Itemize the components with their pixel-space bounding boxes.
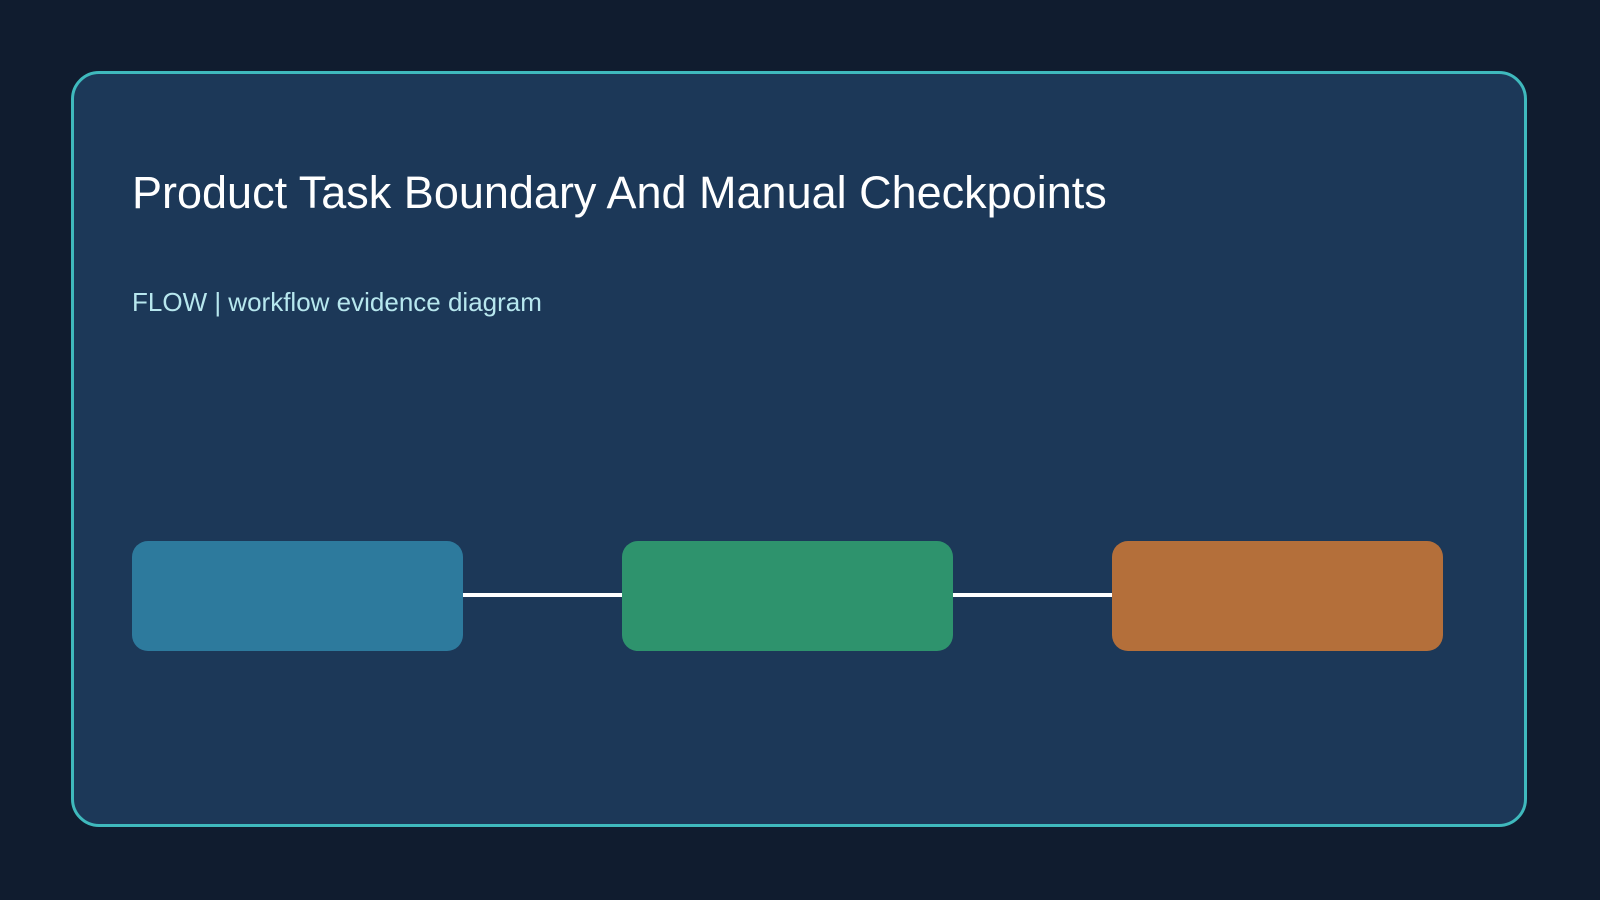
diagram-card: Product Task Boundary And Manual Checkpo… <box>71 71 1527 827</box>
page-subtitle: FLOW | workflow evidence diagram <box>132 287 542 317</box>
connector-2-3 <box>952 593 1112 597</box>
flow-node-3 <box>1112 541 1443 651</box>
flow-node-1 <box>132 541 463 651</box>
connector-1-2 <box>462 593 622 597</box>
flow-node-2 <box>622 541 953 651</box>
page-title: Product Task Boundary And Manual Checkpo… <box>132 167 1107 218</box>
